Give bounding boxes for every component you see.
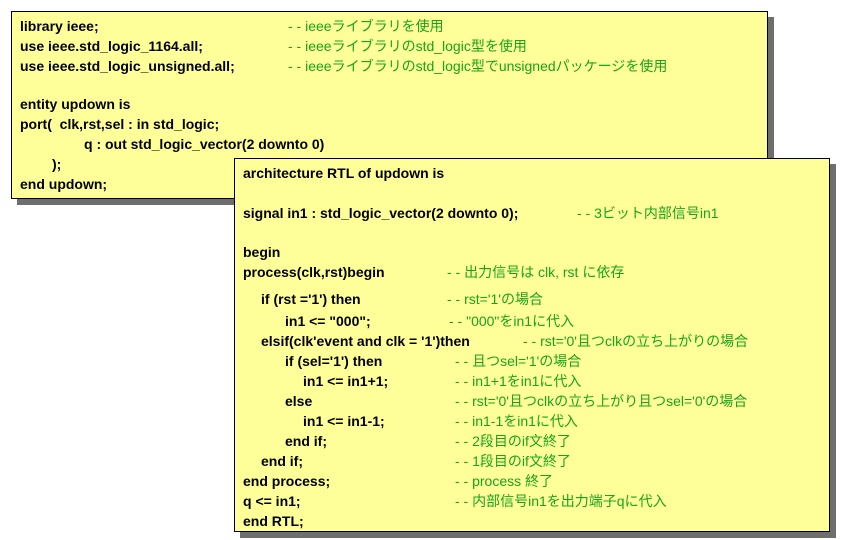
code-line: in1 <= in1+1; xyxy=(303,373,389,389)
code-line: begin xyxy=(243,244,281,260)
code-line: end updown; xyxy=(20,176,108,192)
code-line: if (rst ='1') then xyxy=(261,291,361,307)
code-line: end RTL; xyxy=(243,513,304,529)
code-line: else xyxy=(285,393,313,409)
code-comment: - - ieeeライブラリのstd_logic型を使用 xyxy=(288,38,527,54)
code-line: entity updown is xyxy=(20,96,131,112)
code-comment: - - ieeeライブラリのstd_logic型でunsignedパッケージを使… xyxy=(288,58,668,74)
code-comment: - - 出力信号は clk, rst に依存 xyxy=(447,264,625,280)
code-line: end if; xyxy=(285,433,327,449)
code-line: process(clk,rst)begin xyxy=(243,264,385,280)
architecture-code-panel: architecture RTL of updown is signal in1… xyxy=(234,158,830,532)
code-line: q : out std_logic_vector(2 downto 0) xyxy=(84,136,325,152)
code-line: use ieee.std_logic_unsigned.all; xyxy=(20,58,235,74)
code-comment: - - process 終了 xyxy=(455,473,554,489)
code-comment: - - rst='0'且つclkの立ち上がりの場合 xyxy=(523,333,749,349)
code-comment: - - rst='0'且つclkの立ち上がり且つsel='0'の場合 xyxy=(455,393,748,409)
code-comment: - - 1段目のif文終了 xyxy=(455,453,571,469)
code-line: ); xyxy=(52,156,62,172)
code-comment: - - 内部信号in1を出力端子qに代入 xyxy=(455,493,667,509)
code-line: end process; xyxy=(243,473,331,489)
code-line: elsif(clk'event and clk = '1')then xyxy=(261,333,470,349)
code-line: end if; xyxy=(261,453,303,469)
code-line: if (sel='1') then xyxy=(285,353,383,369)
code-line: port( clk,rst,sel : in std_logic; xyxy=(20,116,220,132)
code-line: use ieee.std_logic_1164.all; xyxy=(20,38,203,54)
code-line: signal in1 : std_logic_vector(2 downto 0… xyxy=(243,205,519,221)
code-line: in1 <= in1-1; xyxy=(303,413,385,429)
code-line: architecture RTL of updown is xyxy=(243,165,445,181)
code-line: in1 <= "000"; xyxy=(285,313,371,329)
code-comment: - - 且つsel='1'の場合 xyxy=(455,353,582,369)
code-comment: - - 2段目のif文終了 xyxy=(455,433,571,449)
code-comment: - - in1-1をin1に代入 xyxy=(455,413,578,429)
code-line: library ieee; xyxy=(20,18,99,34)
code-line: q <= in1; xyxy=(243,493,301,509)
code-comment: - - "000"をin1に代入 xyxy=(449,313,575,329)
code-comment: - - 3ビット内部信号in1 xyxy=(577,205,719,221)
code-comment: - - ieeeライブラリを使用 xyxy=(288,18,444,34)
code-comment: - - rst='1'の場合 xyxy=(447,291,543,307)
code-comment: - - in1+1をin1に代入 xyxy=(455,373,582,389)
